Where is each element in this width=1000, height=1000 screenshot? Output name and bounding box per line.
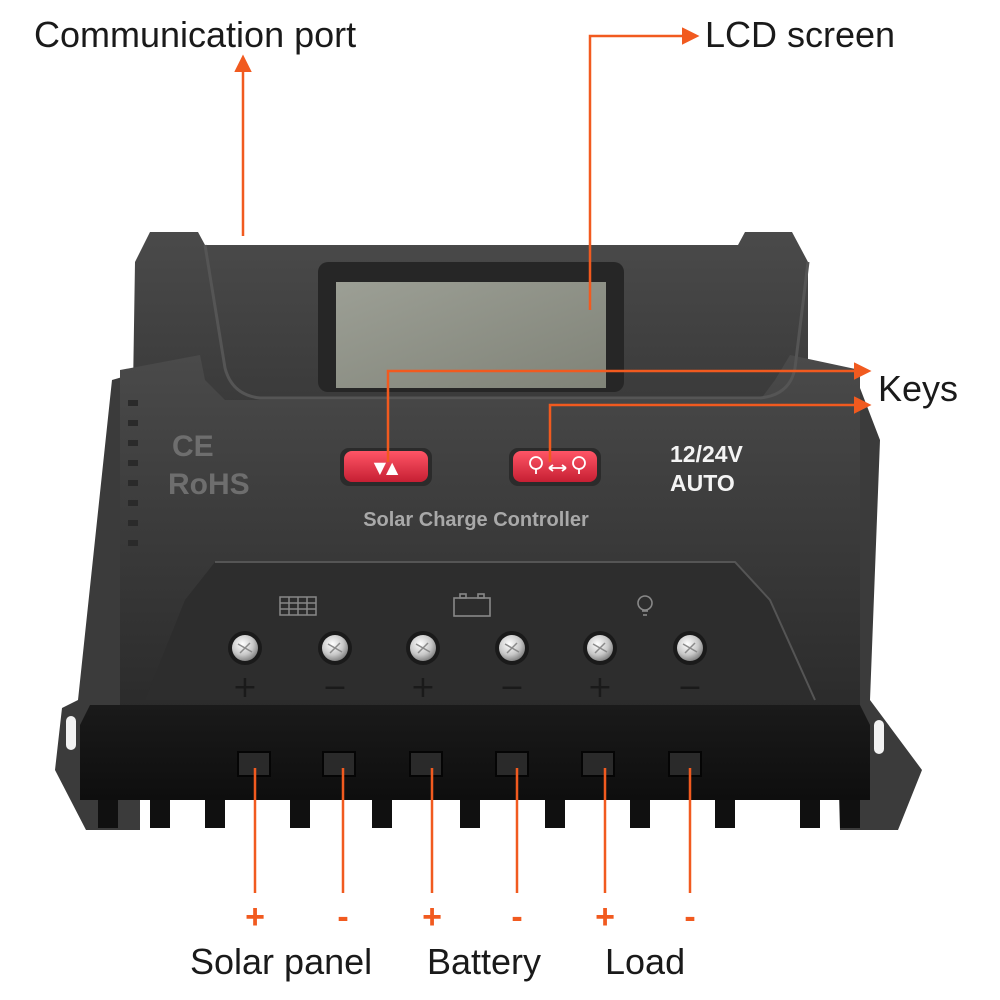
keys-label: Keys	[878, 368, 959, 409]
case-markings: CE RoHS 12/24V AUTO Solar Charge Control…	[168, 430, 744, 531]
terminal-screw	[583, 631, 617, 665]
arrow-key-1	[386, 362, 872, 462]
terminal-sign: +	[422, 898, 442, 936]
terminal-sign: +	[595, 898, 615, 936]
arrow-lcd-screen	[588, 27, 700, 310]
terminal-screws	[228, 631, 707, 665]
communication-port-label: Communication port	[34, 14, 357, 55]
down-up-arrows-icon: ▼▲	[374, 458, 399, 477]
arrow-key-2	[548, 396, 872, 462]
terminal-sign: -	[684, 898, 696, 936]
case-terminal-sign: −	[677, 670, 702, 705]
terminal-screw	[318, 631, 352, 665]
product-name: Solar Charge Controller	[363, 509, 589, 531]
terminal-case-signs: + − + − + −	[232, 670, 702, 705]
bulb-toggle-icon	[529, 456, 586, 474]
key-down-up[interactable]: ▼▲	[340, 448, 432, 486]
callout-lines	[234, 27, 872, 462]
terminal-screw	[228, 631, 262, 665]
case-terminal-sign: −	[499, 670, 524, 705]
ce-mark: CE	[172, 430, 214, 463]
mode-label: AUTO	[670, 470, 735, 496]
solar-panel-icon	[279, 596, 317, 616]
group-label-load: Load	[605, 941, 686, 982]
case-terminal-sign: +	[410, 670, 435, 705]
terminal-panel	[145, 561, 816, 701]
terminal-sign: -	[511, 898, 523, 936]
rohs-mark: RoHS	[168, 468, 250, 501]
voltage-label: 12/24V	[670, 441, 744, 467]
case-terminal-sign: +	[587, 670, 612, 705]
group-label-solar-panel: Solar panel	[190, 941, 373, 982]
battery-icon	[453, 593, 491, 617]
key-load-toggle[interactable]	[509, 448, 601, 486]
terminal-screw	[406, 631, 440, 665]
terminal-sign: +	[245, 898, 265, 936]
terminal-wire-lines	[253, 768, 692, 893]
terminal-sign: -	[337, 898, 349, 936]
terminal-screw	[673, 631, 707, 665]
case-terminal-sign: −	[322, 670, 347, 705]
terminal-base	[80, 705, 870, 828]
bulb-icon	[637, 595, 653, 616]
terminal-screw	[495, 631, 529, 665]
case-terminal-sign: +	[232, 670, 257, 705]
group-label-battery: Battery	[427, 941, 542, 982]
lcd-screen-label: LCD screen	[705, 14, 896, 55]
lcd-screen	[318, 262, 624, 392]
